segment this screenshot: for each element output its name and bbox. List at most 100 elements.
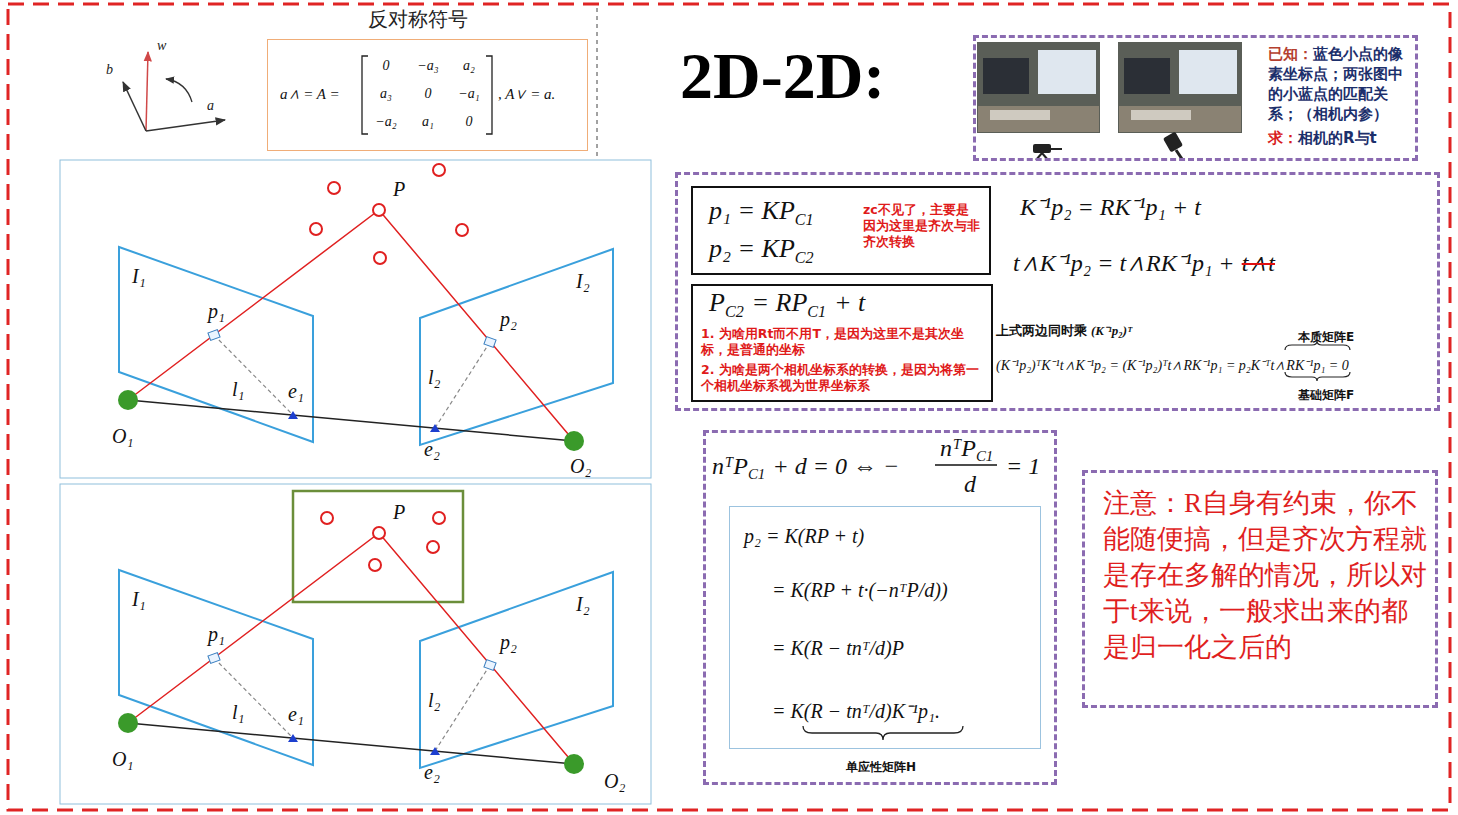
camera-icon [1176,150,1182,159]
epipolar-figure [435,665,490,751]
text-line: 1. 为啥用Rt而不用T，是因为这里不是其次坐标，是普通的坐标 [701,326,983,358]
scene-points [433,164,445,176]
scene-points [427,541,439,553]
camera-center-label: O₂ [604,770,625,793]
divider-line [597,8,598,158]
axis-sketch [146,120,225,131]
section-heading: 反对称符号 [368,6,468,33]
epipolar-figure [208,653,220,664]
slide-title: 2D-2D: [680,38,885,114]
text-line: a₂ [463,58,475,74]
scene-points [293,491,463,602]
equation-text: 上式两边同时乘 [996,323,1087,338]
equation-text: 2. 为啥是两个相机坐标系的转换，是因为将第一个相机坐标系视为世界坐标系 [701,362,979,393]
epipolar-figure [373,527,385,539]
fraction-bar [935,465,997,466]
homography-panel: nᵀPC1+ d = 0 ⇔ −nᵀPC1d= 1单应性矩阵Hp₂ = K(RP… [703,430,1057,785]
formula-text: −a₂ [375,114,396,129]
equation-text: C2 [795,249,814,266]
equation-text: p₁ = KP [709,196,795,225]
equation-text: C2 [725,303,744,320]
formula-text: a₂ [463,58,475,73]
scene-points [374,252,386,264]
text-line: K⁻¹p₂ = RK⁻¹p₁ + t [1020,189,1201,222]
text-line: t∧K⁻¹p₂ = t∧RK⁻¹p₁ +t∧t [1013,245,1275,279]
epipolar-figure [435,342,490,428]
formula-text: 0 [425,86,432,101]
equation-text: C1 [748,466,765,482]
formula-text: 0 [466,114,473,129]
matrix-brace [1285,372,1350,381]
camera-photo [1131,110,1191,120]
equation-text: + t [834,288,865,317]
epipolar-panel: K⁻¹p₂ = RK⁻¹p₁ + t t∧K⁻¹p₂ = t∧RK⁻¹p₁ +t∧… [675,172,1440,411]
axis-sketch [166,79,192,102]
axis-sketch [123,52,225,131]
equation-text: = RP [752,288,808,317]
epipolar-figure [118,204,613,451]
epipole-label: e₂ [424,438,440,461]
text-line: zc不见了，主要是因为这里是齐次与非齐次转换 [863,202,981,250]
formula-text: 0 [383,58,390,73]
formula-text: −a₃ [417,58,438,73]
text-line: 基础矩阵F [1298,387,1354,404]
equation-text: C1 [976,448,993,464]
axis-label: w [157,38,166,54]
text-line: −a₂ [375,114,396,130]
figure-frame [60,484,651,804]
epipolar-figure [214,335,293,415]
text-line: p₁ = KPC1 [709,196,814,229]
equation-text: = K(R − tnᵀ/d)P [772,637,904,659]
equation-text: C1 [795,211,814,228]
text-line: 上式两边同时乘(K⁻¹p₂)ᵀ [996,321,1132,340]
text-line: , A∨ = a. [498,85,555,104]
text-line: p₂ = KPC2 [709,234,814,267]
camera-icon [1163,132,1183,153]
epipolar-figure [128,210,574,441]
text-line: −a₁ [458,86,479,102]
text-line: PC2= RPC1+ t [709,288,865,321]
projection-box: p₁ = KPC1 p₂ = KPC2 zc不见了，主要是因为这里是齐次与非齐次转换 [691,186,991,275]
equation-text: 基础矩阵F [1298,388,1354,402]
equation-text: zc不见了，主要是因为这里是齐次与非齐次转换 [863,202,980,249]
plane-label: I₂ [576,593,590,616]
camera-photo [983,58,1029,94]
equation-text: nᵀP [940,435,976,461]
equation-text: t∧K⁻¹p₂ = t∧RK⁻¹p₁ + [1013,250,1234,276]
epipolar-figure [208,330,220,341]
equation-text: 单应性矩阵H [846,760,916,774]
text-line: −a₃ [417,58,438,74]
matrix-bracket [362,56,368,134]
epipolar-figure [288,411,298,419]
equation-text: K⁻¹p₂ = RK⁻¹p₁ + t [1020,194,1201,220]
text-line: nᵀPC1+ d = 0 ⇔ − [712,453,899,483]
matrix-brace [803,726,963,740]
formula-text: a₃ [380,86,392,101]
camera-photo [1118,42,1242,133]
formula-box: a∧ = A = 0 −a₃ a₂ a₃ 0 −a₁ −a₂ a₁ 0 , A∨ = a. [267,39,588,151]
epipolar-figure [564,754,584,774]
equation-text: nᵀP [712,453,748,479]
camera-icon [1051,148,1062,150]
camera-photo [990,110,1050,120]
text-line: 0 [383,58,390,74]
epipolar-figure [373,204,385,216]
epipolar-figure [430,424,440,432]
text-line: 单应性矩阵H [846,759,916,776]
scene-points [369,559,381,571]
text-line: a∧ = A = [280,85,340,104]
plane-label: I₁ [132,265,146,288]
equation-text: (K⁻¹p₂)ᵀK⁻¹t∧K⁻¹p₂ = (K⁻¹p₂)ᵀt∧RK⁻¹p₁ = … [996,358,1349,373]
camera-center-label: O₁ [112,748,133,771]
figure-frame [60,160,651,804]
epipolar-figure [118,390,138,410]
divider-line [597,8,598,158]
text-line: = K(R − tnᵀ/d)P [772,637,904,660]
text-line: a₁ [422,114,434,130]
camera-icon [1033,132,1183,160]
epipolar-figure [564,431,584,451]
plane-label: I₁ [132,588,146,611]
pixel-label: p₁ [208,623,225,646]
epiline-label: l₁ [232,701,245,724]
